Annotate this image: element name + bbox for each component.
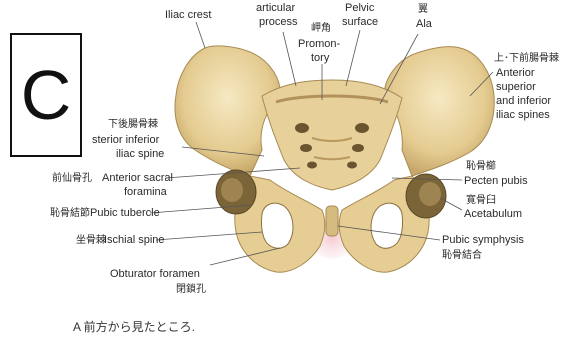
label-pubic-tubercle: Pubic tubercle	[90, 207, 160, 220]
label-obturator-jp: 閉鎖孔	[176, 283, 206, 296]
label-ischial-spine-jp: 坐骨棘	[76, 234, 106, 247]
pubic-symphysis	[326, 206, 338, 236]
label-asis-jp: 上･下前腸骨棘	[494, 52, 559, 65]
label-acetabulum: Acetabulum	[464, 208, 522, 221]
panel-letter-box: C	[10, 33, 82, 157]
label-asis-2: superior	[496, 81, 536, 94]
label-symphysis-jp: 恥骨結合	[442, 249, 482, 262]
label-promontory-jp: 岬角	[311, 22, 331, 35]
label-articular-process-1: articular	[256, 2, 295, 15]
label-ala: Ala	[416, 18, 432, 31]
left-ilium	[175, 46, 280, 176]
label-pis-2: iliac spine	[116, 148, 164, 161]
label-obturator: Obturator foramen	[110, 268, 200, 281]
label-promontory-2: tory	[311, 52, 329, 65]
label-pis-1: sterior inferior	[92, 134, 159, 147]
label-acetabulum-jp: 寛骨臼	[466, 194, 496, 207]
label-ischial-spine: Ischial spine	[104, 234, 165, 247]
label-pelvic-surface-2: surface	[342, 16, 378, 29]
label-symphysis: Pubic symphysis	[442, 234, 524, 247]
label-pelvic-surface-1: Pelvic	[345, 2, 374, 15]
label-pecten-jp: 恥骨櫛	[466, 160, 496, 173]
label-sacral-foramina-1: Anterior sacral	[102, 172, 173, 185]
left-obturator-foramen	[261, 203, 293, 248]
label-asis-3: and inferior	[496, 95, 551, 108]
label-sacral-foramina-jp: 前仙骨孔	[52, 172, 92, 185]
label-ala-jp: 翼	[418, 3, 428, 16]
label-iliac-crest: Iliac crest	[165, 9, 211, 22]
label-asis-4: iliac spines	[496, 109, 550, 122]
right-obturator-foramen	[371, 203, 403, 248]
label-pis-jp: 下後腸骨棘	[108, 118, 158, 131]
panel-letter: C	[21, 60, 72, 130]
label-asis-1: Anterior	[496, 67, 535, 80]
label-articular-process-2: process	[259, 16, 298, 29]
label-sacral-foramina-2: foramina	[124, 186, 167, 199]
label-pecten: Pecten pubis	[464, 175, 528, 188]
label-promontory-1: Promon-	[298, 38, 340, 51]
label-pubic-tubercle-jp: 恥骨結節	[50, 207, 90, 220]
figure-caption: A 前方から見たところ.	[73, 318, 195, 335]
